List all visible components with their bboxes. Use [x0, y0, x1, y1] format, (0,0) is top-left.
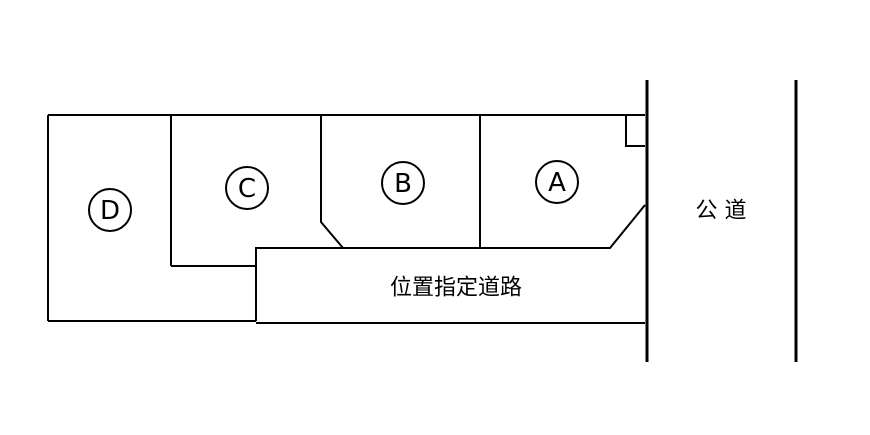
- lot-marker-d-circle: [88, 188, 132, 232]
- lot-marker-a: A: [535, 160, 579, 204]
- lot-label-d: D: [100, 196, 120, 226]
- public-road-label: 公 道: [696, 199, 747, 224]
- designated-road-outline: [255, 204, 646, 321]
- lot-divider-c-b: [320, 115, 344, 249]
- lot-label-a: A: [548, 168, 566, 198]
- lot-label-b: B: [394, 169, 412, 199]
- lot-marker-d: D: [88, 188, 132, 232]
- lot-marker-c-circle: [225, 166, 269, 210]
- lot-a-corner-notch: [625, 115, 645, 147]
- lot-marker-c: C: [225, 166, 269, 210]
- lot-label-c: C: [238, 174, 256, 204]
- lot-marker-a-circle: [535, 160, 579, 204]
- lot-marker-b-circle: [381, 161, 425, 205]
- lot-marker-b: B: [381, 161, 425, 205]
- designated-road-label: 位置指定道路: [390, 276, 522, 301]
